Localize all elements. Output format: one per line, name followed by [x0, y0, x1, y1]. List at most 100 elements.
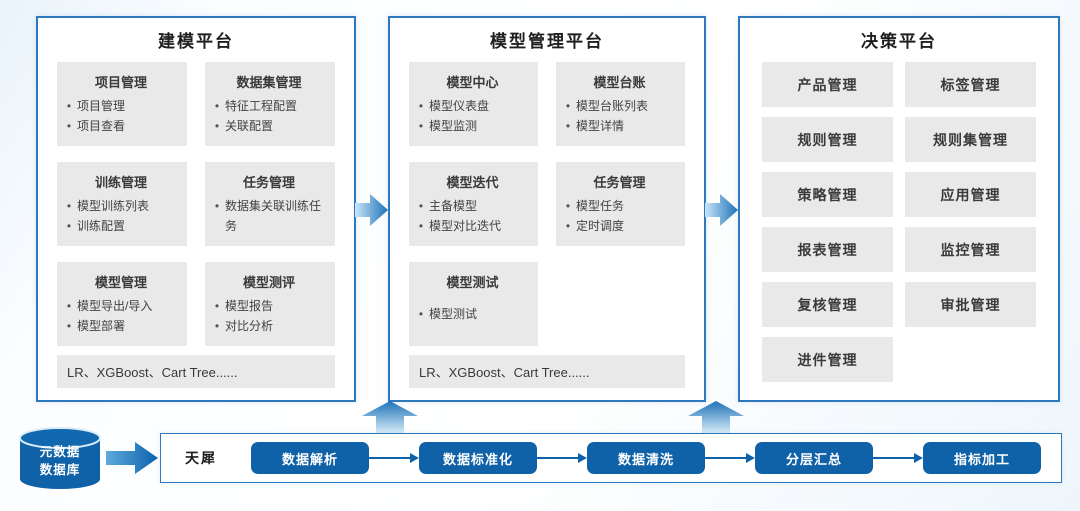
card-title: 模型测试: [446, 275, 499, 290]
list-item: •模型对比迭代: [413, 217, 532, 237]
module-ruleset-mgmt: 规则集管理: [905, 117, 1036, 162]
card-title: 模型中心: [446, 75, 499, 90]
list-item: •模型任务: [560, 197, 679, 217]
up-arrow-icon: [688, 401, 744, 434]
module-monitor-mgmt: 监控管理: [905, 227, 1036, 272]
stage-data-parsing: 数据解析: [251, 442, 369, 474]
list-item: •主备模型: [413, 197, 532, 217]
bullet-icon: •: [214, 118, 220, 133]
card-title: 任务管理: [593, 175, 646, 190]
database-cylinder-icon: [19, 427, 101, 489]
card-title: 项目管理: [94, 75, 147, 90]
bullet-icon: •: [565, 118, 571, 133]
bullet-icon: •: [66, 199, 72, 213]
panel-title: 决策平台: [861, 31, 937, 51]
card-model-iteration: 模型迭代 •主备模型 •模型对比迭代: [409, 162, 538, 246]
card-model-ledger: 模型台账 •模型台账列表 •模型详情: [556, 62, 685, 146]
list-item: •模型部署: [61, 317, 181, 337]
feed-arrow-icon: [106, 442, 158, 474]
stage-layered-aggregation: 分层汇总: [755, 442, 873, 474]
module-tag-mgmt: 标签管理: [905, 62, 1036, 107]
module-review-mgmt: 复核管理: [762, 282, 893, 327]
list-item: •项目管理: [61, 97, 181, 117]
connector-arrow-icon: [369, 453, 419, 463]
module-product-mgmt: 产品管理: [762, 62, 893, 107]
bullet-icon: •: [565, 218, 571, 233]
card-title: 数据集管理: [236, 75, 302, 90]
module-intake-mgmt: 进件管理: [762, 337, 893, 382]
list-item: •模型报告: [209, 297, 329, 317]
bullet-icon: •: [418, 118, 424, 133]
panel-header: 模型管理平台: [390, 18, 704, 60]
list-item: •模型导出/导入: [61, 297, 181, 317]
right-arrow-icon: [705, 194, 738, 226]
list-item: •数据集关联训练任务: [209, 197, 329, 237]
card-dataset-mgmt: 数据集管理 •特征工程配置 •关联配置: [205, 62, 335, 146]
connector-arrow-icon: [537, 453, 587, 463]
module-application-mgmt: 应用管理: [905, 172, 1036, 217]
pipeline-label: 天犀: [185, 450, 217, 466]
list-item: •模型测试: [413, 305, 532, 325]
bullet-icon: •: [565, 199, 571, 213]
list-item: •对比分析: [209, 317, 329, 337]
module-rule-mgmt: 规则管理: [762, 117, 893, 162]
panel-modeling-platform: 建模平台 项目管理 •项目管理 •项目查看 数据集管理 •特征工程配置 •关联配…: [36, 16, 356, 402]
list-item: •项目查看: [61, 117, 181, 137]
bullet-icon: •: [418, 307, 424, 321]
connector-arrow-icon: [705, 453, 755, 463]
list-item: •训练配置: [61, 217, 181, 237]
card-title: 模型管理: [94, 275, 147, 290]
card-title: 模型测评: [242, 275, 295, 290]
card-model-test: 模型测试 •模型测试: [409, 262, 538, 346]
bullet-icon: •: [66, 218, 72, 233]
up-arrow-icon: [362, 401, 418, 434]
card-model-center: 模型中心 •模型仪表盘 •模型监测: [409, 62, 538, 146]
module-approval-mgmt: 审批管理: [905, 282, 1036, 327]
bullet-icon: •: [418, 99, 424, 113]
database-label: 元数据 数据库: [39, 445, 81, 478]
data-pipeline: 天犀 数据解析 数据标准化 数据清洗 分层汇总 指标加工: [160, 433, 1062, 483]
bullet-icon: •: [66, 299, 72, 313]
stage-indicator-processing: 指标加工: [923, 442, 1041, 474]
card-model-eval: 模型测评 •模型报告 •对比分析: [205, 262, 335, 346]
list-item: •定时调度: [560, 217, 679, 237]
right-arrow-icon: [355, 194, 388, 226]
panel-decision-platform: 决策平台 产品管理 标签管理 规则管理 规则集管理 策略管理 应用管理 报表管理…: [738, 16, 1060, 402]
bullet-icon: •: [214, 99, 220, 113]
card-grid: 模型中心 •模型仪表盘 •模型监测 模型台账 •模型台账列表 •模型详情 模型迭…: [390, 60, 704, 346]
metadata-database: 元数据 数据库: [18, 427, 102, 491]
panel-title: 模型管理平台: [490, 31, 604, 51]
bullet-icon: •: [565, 99, 571, 113]
card-task-mgmt: 任务管理 •模型任务 •定时调度: [556, 162, 685, 246]
stage-data-standardization: 数据标准化: [419, 442, 537, 474]
bullet-icon: •: [418, 199, 424, 213]
connector-arrow-icon: [873, 453, 923, 463]
panel-header: 建模平台: [38, 18, 354, 60]
list-item: •关联配置: [209, 117, 329, 137]
module-strategy-mgmt: 策略管理: [762, 172, 893, 217]
panel-title: 建模平台: [158, 31, 234, 51]
panel-model-management-platform: 模型管理平台 模型中心 •模型仪表盘 •模型监测 模型台账 •模型台账列表 •模…: [388, 16, 706, 402]
card-title: 模型迭代: [446, 175, 499, 190]
algorithms-bar: LR、XGBoost、Cart Tree......: [57, 355, 335, 388]
card-task-mgmt: 任务管理 •数据集关联训练任务: [205, 162, 335, 246]
module-report-mgmt: 报表管理: [762, 227, 893, 272]
list-item: •特征工程配置: [209, 97, 329, 117]
stage-data-cleaning: 数据清洗: [587, 442, 705, 474]
bullet-icon: •: [418, 218, 424, 233]
bullet-icon: •: [66, 99, 72, 113]
list-item: •模型训练列表: [61, 197, 181, 217]
card-training-mgmt: 训练管理 •模型训练列表 •训练配置: [57, 162, 187, 246]
bullet-icon: •: [214, 318, 220, 333]
panel-header: 决策平台: [740, 18, 1058, 60]
bullet-icon: •: [66, 318, 72, 333]
bullet-icon: •: [66, 118, 72, 133]
bullet-icon: •: [214, 299, 220, 313]
list-item: •模型仪表盘: [413, 97, 532, 117]
module-grid: 产品管理 标签管理 规则管理 规则集管理 策略管理 应用管理 报表管理 监控管理…: [740, 60, 1058, 382]
card-title: 任务管理: [242, 175, 295, 190]
list-item: •模型详情: [560, 117, 679, 137]
list-item: •模型监测: [413, 117, 532, 137]
list-item: •模型台账列表: [560, 97, 679, 117]
bullet-icon: •: [214, 199, 220, 213]
